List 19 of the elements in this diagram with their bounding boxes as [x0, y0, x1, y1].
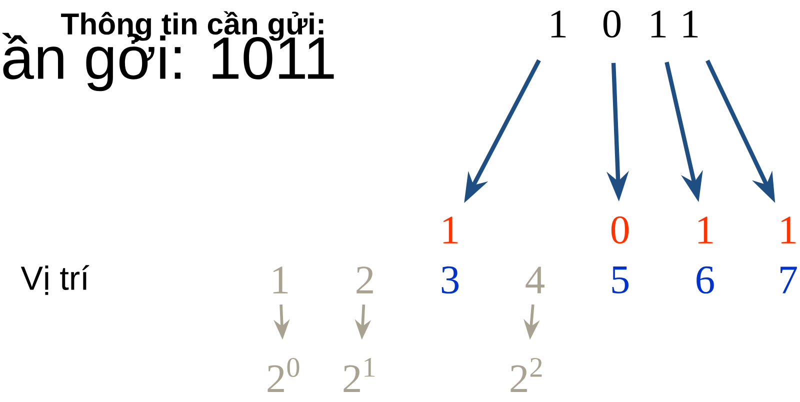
power-of-two: 2$^{0}$ [268, 358, 300, 392]
digit: 1 [551, 10, 566, 38]
power-of-two: 2$^{1}$ [344, 358, 375, 392]
digit: 1 [651, 10, 666, 38]
position-number: 7 [780, 266, 797, 294]
data-bit: 1 [443, 216, 458, 244]
position-number: 1 [273, 266, 288, 294]
data-bit: 0 [611, 216, 629, 244]
digit: 0 [603, 10, 621, 38]
data-bit: 1 [781, 216, 796, 244]
digit: 1 [683, 10, 698, 38]
power-of-two: 2$^{2}$ [510, 358, 542, 392]
data-bit: 1 [698, 216, 713, 244]
position-number: 3 [442, 266, 459, 294]
position-number: 4 [526, 266, 544, 294]
position-number: 2 [356, 266, 373, 294]
row-label: Vị trí [20, 265, 90, 295]
position-number: 6 [696, 266, 714, 294]
position-number: 5 [612, 266, 629, 294]
